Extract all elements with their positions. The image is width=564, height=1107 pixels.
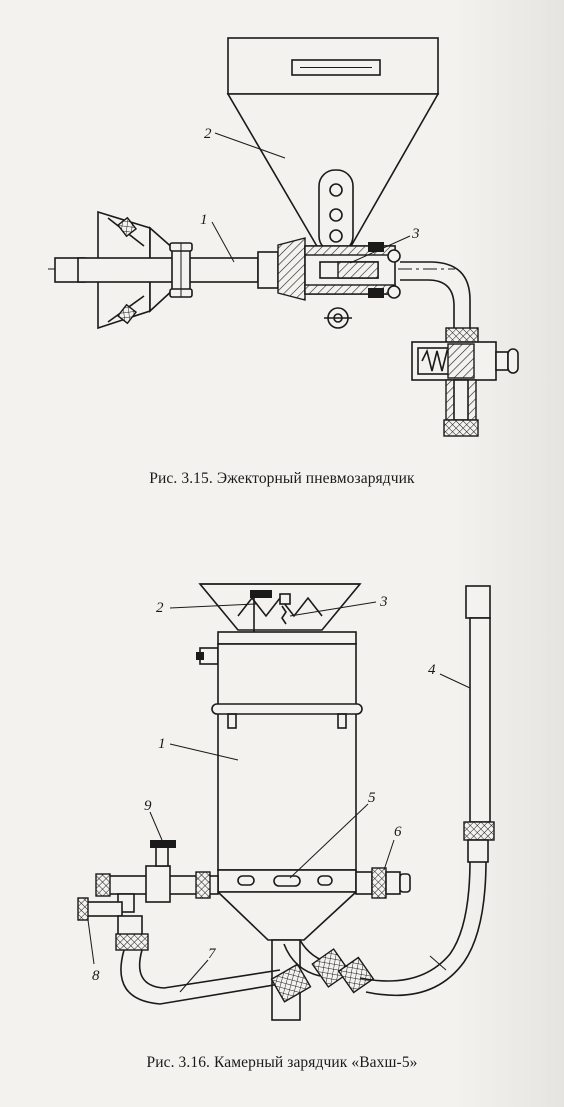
leader-6 [383, 839, 395, 871]
fitting-6 [355, 867, 411, 899]
label-1: 1 [200, 212, 208, 228]
caption-figure-3-16: Рис. 3.16. Камерный зарядчик «Вахш-5» [146, 1054, 418, 1071]
leader-2 [214, 132, 286, 159]
figure-vakhsh5-charger: 1 2 3 4 5 6 7 8 9 [0, 560, 564, 1080]
label-2: 2 [204, 126, 212, 142]
air-valve [411, 341, 519, 437]
ejector-charger-drawing: 1 2 3 [48, 37, 519, 437]
tube [77, 242, 259, 298]
top-funnel [198, 583, 362, 632]
chamber [196, 631, 363, 871]
label-7: 7 [208, 946, 217, 962]
leader-8 [87, 919, 95, 965]
air-pipe [400, 261, 479, 345]
leader-9 [149, 811, 163, 841]
hose-7 [120, 949, 312, 1005]
caption-figure-3-15: Рис. 3.15. Эжекторный пневмозарядчик [149, 470, 415, 487]
leader-1 [169, 743, 239, 761]
figure-ejector-charger: 1 2 3 [0, 0, 564, 470]
leader-7 [179, 959, 209, 993]
leader-5 [289, 803, 369, 879]
label-9: 9 [144, 798, 152, 814]
leader-1 [211, 221, 235, 263]
label-2: 2 [156, 600, 164, 616]
leader-2 [169, 603, 257, 609]
label-3: 3 [411, 226, 420, 242]
label-1: 1 [158, 736, 166, 752]
leader-3 [289, 601, 377, 617]
charging-pipe [463, 585, 495, 863]
page-bleed-shadow [454, 0, 564, 1107]
label-8: 8 [92, 968, 100, 984]
left-manifold [77, 840, 219, 951]
label-3: 3 [379, 594, 388, 610]
vakhsh5-charger-drawing: 1 2 3 4 5 6 7 8 9 [77, 583, 495, 1021]
discharge-hose [283, 859, 487, 997]
label-4: 4 [428, 662, 436, 678]
support-plate [318, 169, 354, 253]
label-6: 6 [394, 824, 402, 840]
leader-4 [439, 673, 471, 689]
label-5: 5 [368, 790, 376, 806]
ejector-body [257, 235, 411, 329]
